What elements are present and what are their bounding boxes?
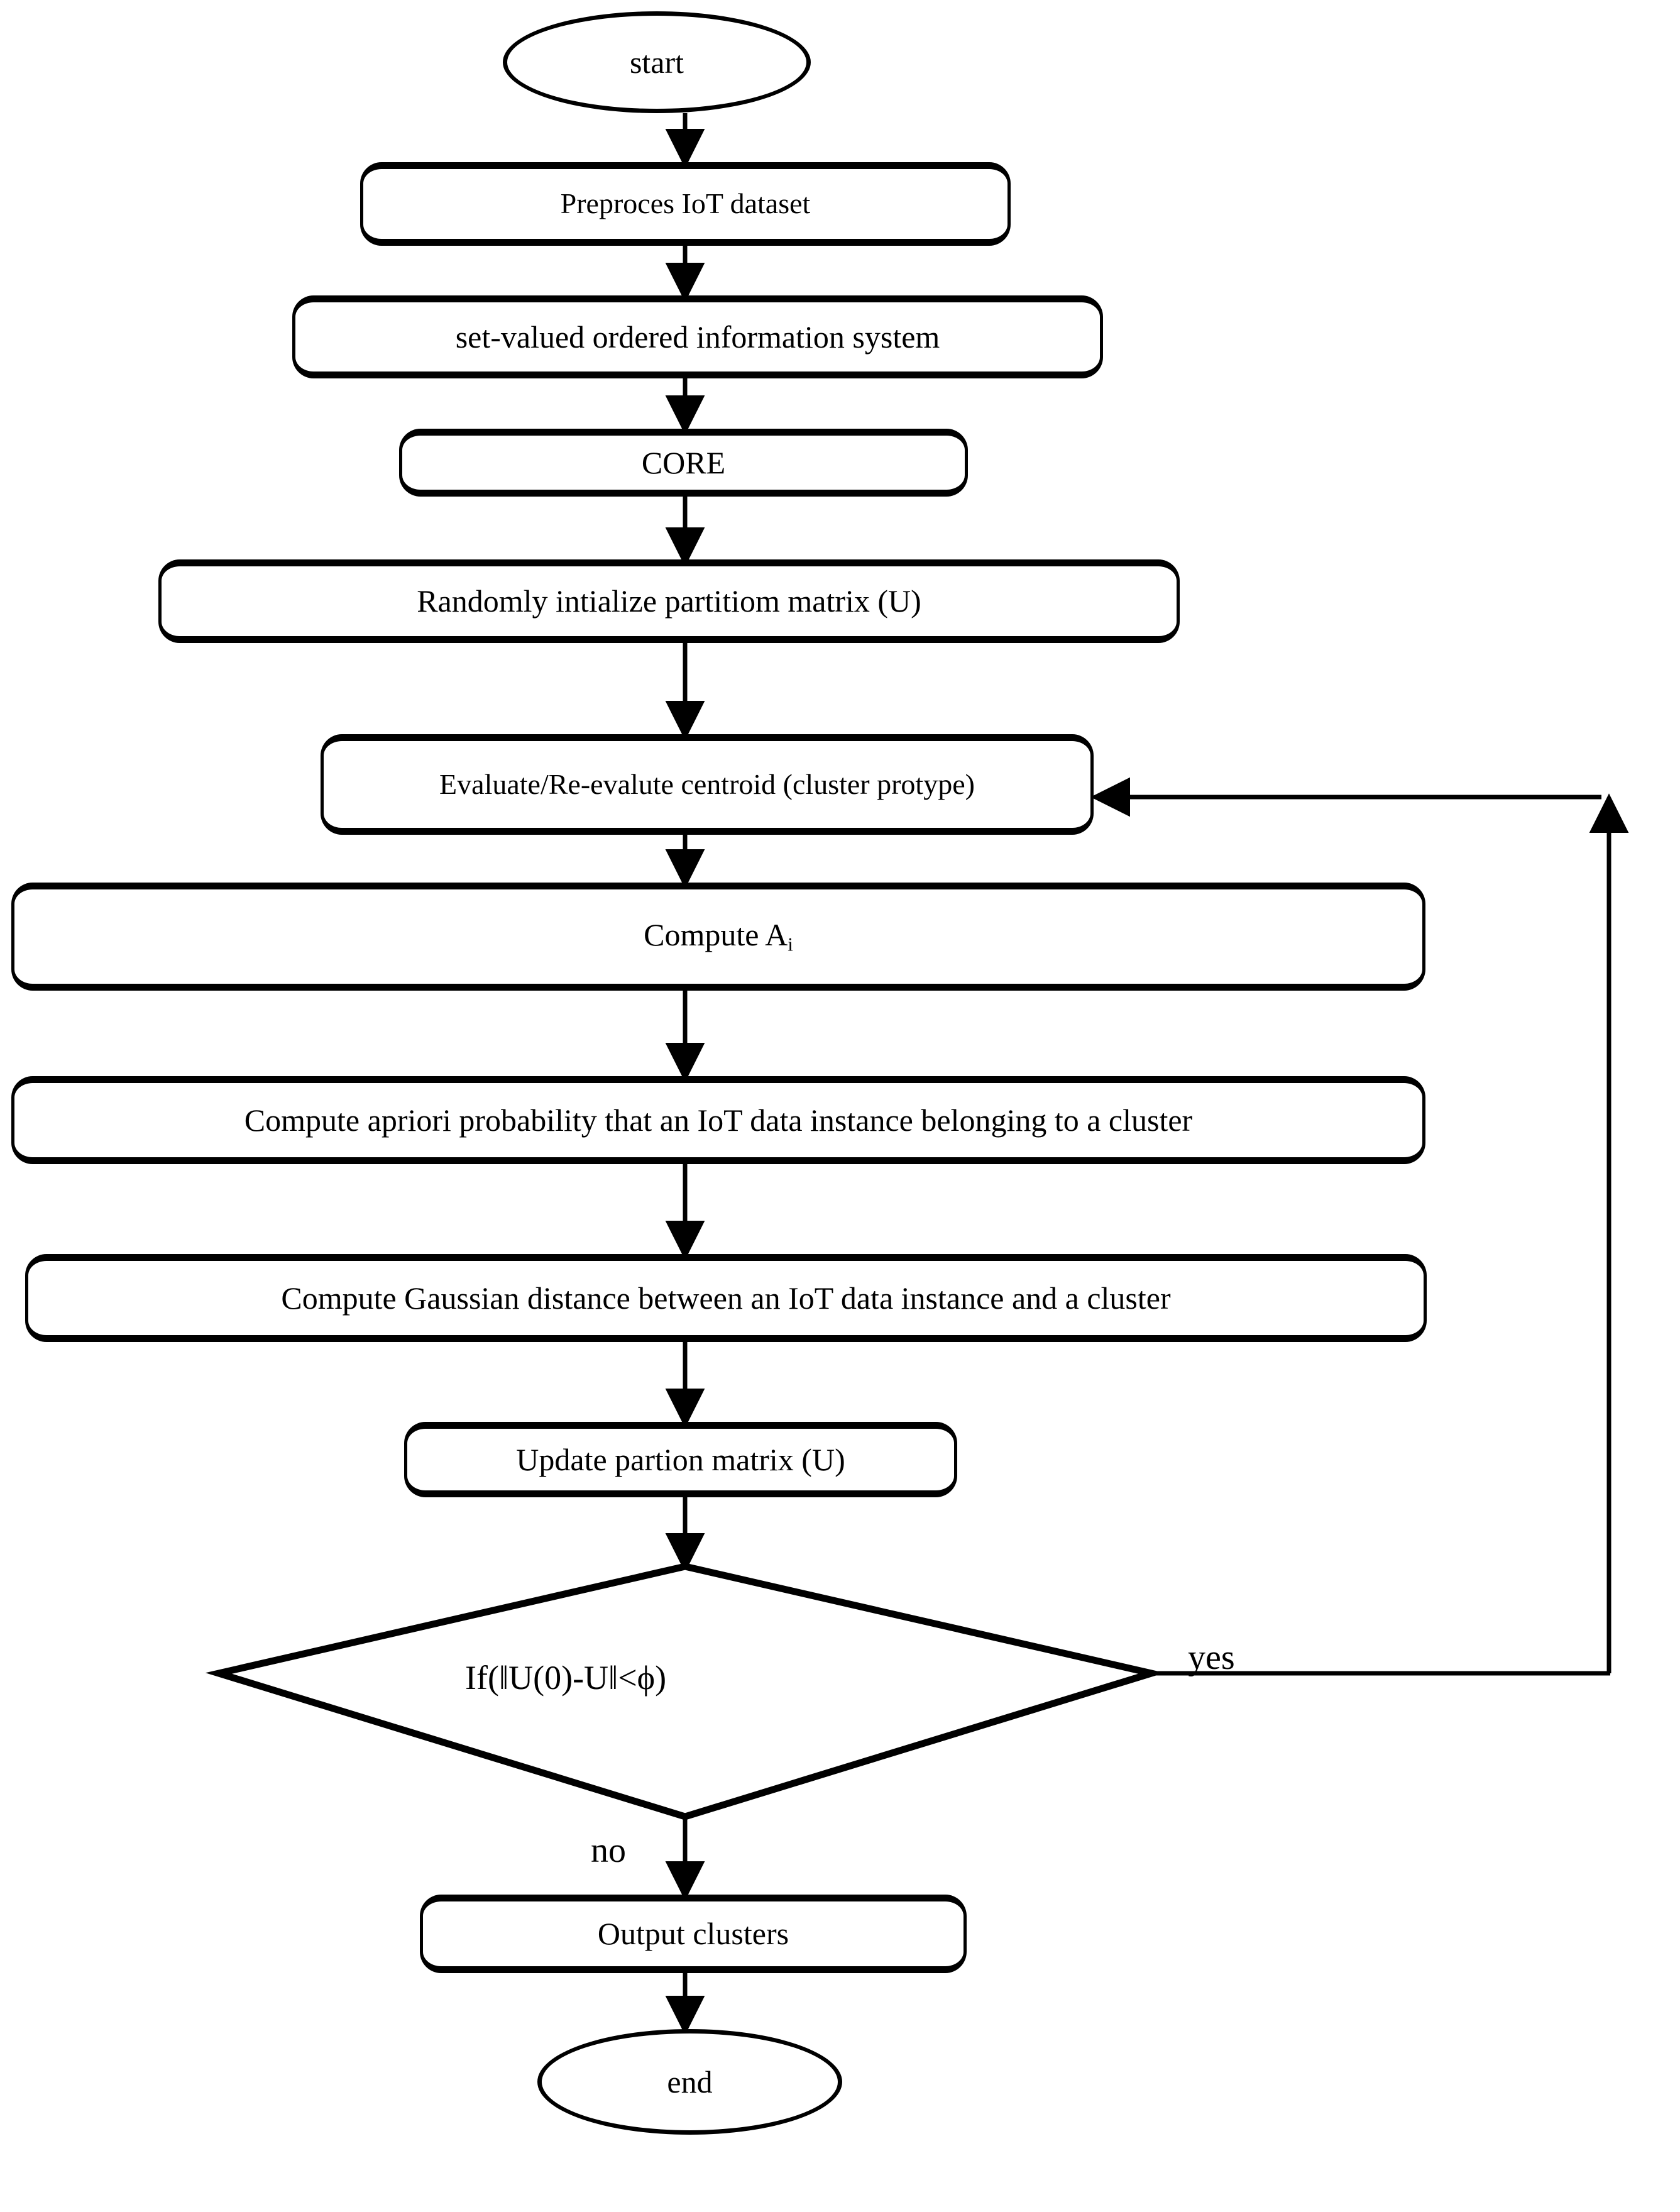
node-output-label: Output clusters [597,1916,789,1951]
node-apriori-label: Compute apriori probability that an IoT … [244,1102,1193,1138]
node-apriori[interactable]: Compute apriori probability that an IoT … [11,1076,1425,1164]
node-core-label: CORE [641,444,726,480]
node-centroid[interactable]: Evaluate/Re-evalute centroid (cluster pr… [321,734,1094,835]
node-gaussian-label: Compute Gaussian distance between an IoT… [281,1280,1171,1316]
node-end[interactable]: end [537,2029,842,2135]
edge-label-yes: yes [1188,1638,1235,1677]
node-core[interactable]: CORE [399,429,968,497]
node-centroid-label: Evaluate/Re-evalute centroid (cluster pr… [439,768,975,800]
node-decision[interactable] [219,1566,1151,1817]
node-computea-label: Compute Ai [644,917,793,955]
node-preprocess[interactable]: Preproces IoT dataset [360,162,1011,246]
node-initu-label: Randomly intialize partitiom matrix (U) [417,583,921,619]
node-output[interactable]: Output clusters [420,1895,967,1973]
node-start-label: start [629,44,684,80]
edge-label-no: no [591,1831,626,1870]
node-initu[interactable]: Randomly intialize partitiom matrix (U) [158,559,1180,643]
node-computea-subscript: i [788,933,793,955]
node-computea[interactable]: Compute Ai [11,883,1425,991]
node-decision-label: If(‖U(0)-U‖<ϕ) [465,1659,667,1697]
node-preprocess-label: Preproces IoT dataset [560,187,811,220]
node-updateu[interactable]: Update partion matrix (U) [404,1422,957,1497]
node-svois[interactable]: set-valued ordered information system [292,295,1103,378]
node-svois-label: set-valued ordered information system [455,319,940,355]
node-end-label: end [667,2064,713,2099]
node-gaussian[interactable]: Compute Gaussian distance between an IoT… [25,1254,1427,1342]
node-updateu-label: Update partion matrix (U) [516,1441,845,1477]
node-start[interactable]: start [503,11,811,113]
